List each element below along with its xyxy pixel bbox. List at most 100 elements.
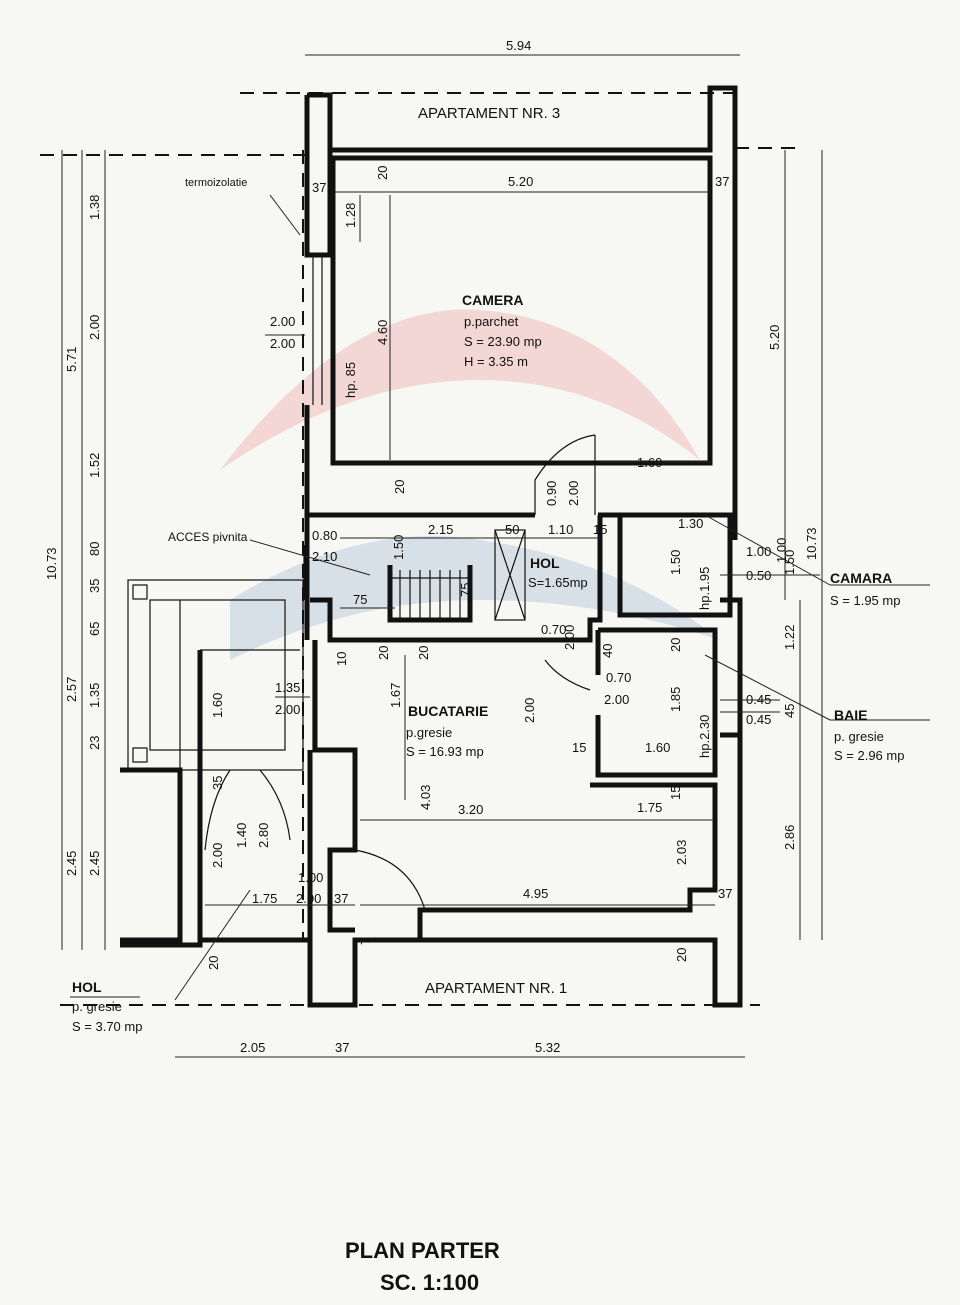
camera-name: CAMERA: [462, 292, 523, 308]
watermark: [220, 309, 720, 660]
dim-c050: 0.50: [746, 568, 771, 583]
dim-k10: 10: [334, 652, 349, 666]
bucatarie-name: BUCATARIE: [408, 703, 488, 719]
dim-h7: 7: [358, 938, 373, 945]
dim-l80: 80: [87, 542, 102, 556]
dim-h35: 35: [210, 776, 225, 790]
baie-floor: p. gresie: [834, 729, 884, 744]
dim-b200b: 2.00: [604, 692, 629, 707]
dim-h2002: 2.00: [296, 891, 321, 906]
dim-k200v: 2.00: [522, 698, 537, 723]
dim-d15a: 15: [593, 522, 607, 537]
dim-b40: 40: [600, 644, 615, 658]
dim-right-total: 10.73: [804, 527, 819, 560]
dim-k200: 2.00: [275, 702, 300, 717]
dim-hp230: hp.2.30: [697, 715, 712, 758]
dim-c100a: 1.00: [746, 544, 771, 559]
dim-l245: 2.45: [87, 851, 102, 876]
dim-l23: 23: [87, 736, 102, 750]
dim-l138: 1.38: [87, 195, 102, 220]
dim-b070a: 0.70: [541, 622, 566, 637]
plan-title: PLAN PARTER: [345, 1238, 500, 1263]
dim-d150: 1.50: [391, 535, 406, 560]
dim-l200: 2.00: [87, 315, 102, 340]
dim-d215: 2.15: [428, 522, 453, 537]
dim-d75: 75: [353, 592, 367, 607]
baie-area: S = 2.96 mp: [834, 748, 904, 763]
dim-b15: 15: [572, 740, 586, 755]
dimension-lines: [61, 54, 930, 1058]
dim-c150: 1.50: [668, 550, 683, 575]
dim-hp195: hp.1.95: [697, 567, 712, 610]
dim-cam-h: 4.60: [375, 320, 390, 345]
dim-r122: 1.22: [782, 625, 797, 650]
dim-b160: 1.60: [645, 740, 670, 755]
cellar-access-note: ACCES pivnita: [168, 530, 248, 544]
dim-hp85: hp. 85: [343, 362, 358, 398]
dim-b15b: 15: [668, 786, 683, 800]
dim-top-total: 5.94: [506, 38, 531, 53]
dim-k20b: 20: [416, 646, 431, 660]
dim-bottom-c: 5.32: [535, 1040, 560, 1055]
dim-win-a2: 2.00: [270, 336, 295, 351]
dim-k175: 1.75: [637, 800, 662, 815]
apartment-bottom-label: APARTAMENT NR. 1: [425, 980, 567, 997]
plan-labels: APARTAMENT NR. 3 APARTAMENT NR. 1 CAMERA…: [44, 38, 904, 1295]
dim-h100: 1.00: [298, 870, 323, 885]
dim-h160: 1.60: [210, 693, 225, 718]
dim-left-total: 10.73: [44, 547, 59, 580]
hol-mid-name: HOL: [530, 555, 560, 571]
dim-b045a: 0.45: [746, 692, 771, 707]
hol-mid-area: S=1.65mp: [528, 575, 588, 590]
dim-k403: 4.03: [418, 785, 433, 810]
dim-b20a: 20: [668, 638, 683, 652]
dim-r45: 45: [782, 704, 797, 718]
dim-d75b: 75: [458, 583, 473, 597]
dim-h140: 1.40: [234, 823, 249, 848]
dim-h175: 1.75: [252, 891, 277, 906]
dim-h20: 20: [206, 956, 221, 970]
dim-cam-37a: 37: [312, 180, 326, 195]
camera-area: S = 23.90 mp: [464, 334, 542, 349]
dim-d090: 0.90: [544, 481, 559, 506]
dim-d200v: 2.00: [566, 481, 581, 506]
dim-l35: 35: [87, 579, 102, 593]
dim-b185: 1.85: [668, 687, 683, 712]
hol-entry-floor: p. gresie: [72, 999, 122, 1014]
dim-l65: 65: [87, 622, 102, 636]
hol-entry-name: HOL: [72, 979, 102, 995]
baie-name: BAIE: [834, 707, 867, 723]
bucatarie-floor: p.gresie: [406, 725, 452, 740]
hol-entry-area: S = 3.70 mp: [72, 1019, 142, 1034]
dim-b045b: 0.45: [746, 712, 771, 727]
dim-bottom-b: 37: [335, 1040, 349, 1055]
dim-h37: 37: [334, 891, 348, 906]
dim-l135: 1.35: [87, 683, 102, 708]
dim-cam-128: 1.28: [343, 203, 358, 228]
dim-b200a: 2.00: [562, 625, 577, 650]
camara-name: CAMARA: [830, 570, 892, 586]
dim-left-low: 2.45: [64, 851, 79, 876]
dim-k167: 1.67: [388, 683, 403, 708]
dim-d110: 1.10: [548, 522, 573, 537]
apartment-top-label: APARTAMENT NR. 3: [418, 105, 560, 122]
dim-k37: 37: [718, 886, 732, 901]
dim-cam-20b: 20: [392, 480, 407, 494]
door-swings: [204, 434, 596, 911]
dim-k135: 1.35: [275, 680, 300, 695]
dim-k203: 2.03: [674, 840, 689, 865]
dim-bottom-a: 2.05: [240, 1040, 265, 1055]
dim-c130: 1.30: [678, 516, 703, 531]
dim-cam-160: 1.60: [637, 455, 662, 470]
dim-cam-37b: 37: [715, 174, 729, 189]
dim-k20c: 20: [674, 948, 689, 962]
dim-r286: 2.86: [782, 825, 797, 850]
dim-cam-w: 5.20: [508, 174, 533, 189]
dim-d080: 0.80: [312, 528, 337, 543]
dim-left-upper: 5.71: [64, 347, 79, 372]
insulation-note: termoizolatie: [185, 177, 247, 189]
dim-h200: 2.00: [210, 843, 225, 868]
dim-win-a1: 2.00: [270, 314, 295, 329]
